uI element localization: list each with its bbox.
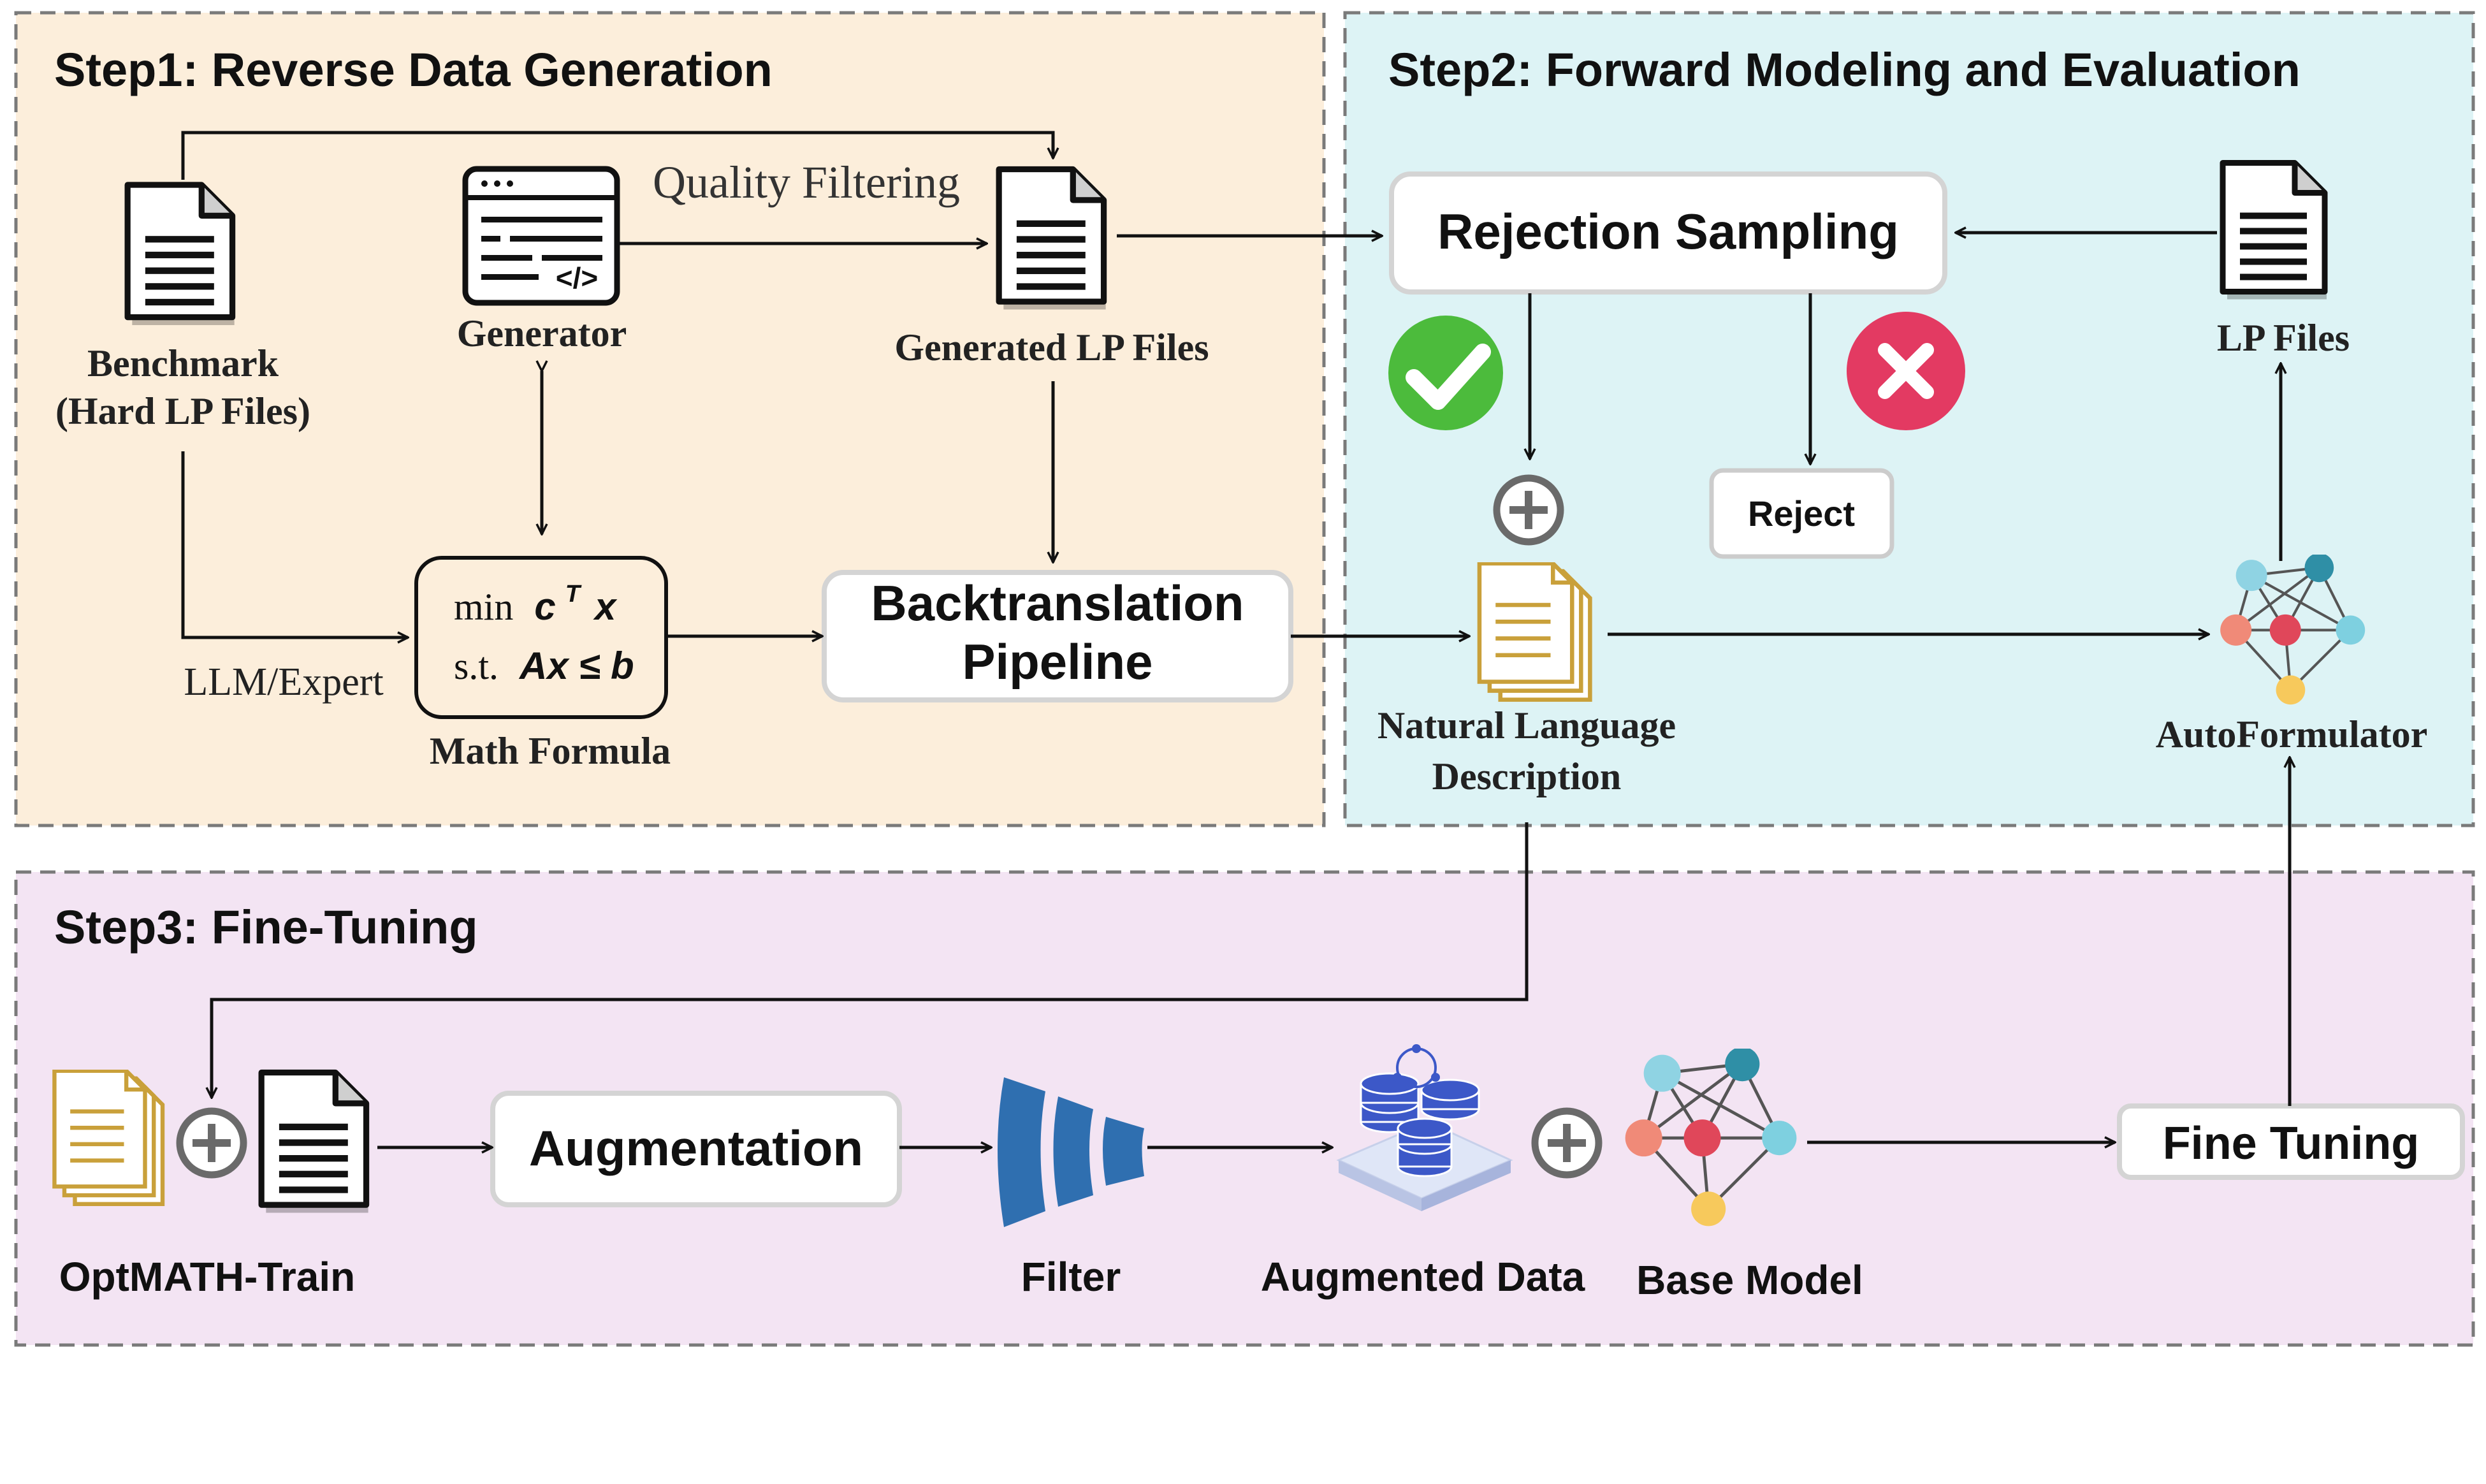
svg-text:</>: </> [556, 261, 599, 295]
quality-filtering-label: Quality Filtering [653, 157, 960, 208]
math-formula-objective: min c T x [454, 568, 618, 628]
lp-files-label: LP Files [2217, 317, 2350, 359]
augmented-data-label: Augmented Data [1261, 1254, 1585, 1300]
stacked-documents-icon [54, 1071, 163, 1204]
step3-title: Step3: Fine-Tuning [54, 901, 478, 954]
stacked-documents-icon [1479, 564, 1590, 700]
database-icon [1336, 1044, 1513, 1211]
filter-label: Filter [1021, 1254, 1121, 1300]
rejection-sampling-box [1389, 171, 1947, 295]
plus-circle-icon [180, 1111, 244, 1175]
generated-lp-files-label: Generated LP Files [894, 326, 1209, 368]
benchmark-sublabel: (Hard LP Files) [55, 390, 310, 432]
autoformulator-label: AutoFormulator [2156, 713, 2428, 755]
backtranslation-label: Backtranslation [871, 575, 1244, 631]
nl-description-label: Natural Language [1377, 704, 1676, 746]
rejection-sampling-label: Rejection Sampling [1437, 203, 1899, 259]
reject-label: Reject [1748, 493, 1855, 534]
generator-label: Generator [457, 312, 627, 354]
plus-circle-icon [1535, 1111, 1599, 1175]
math-formula-box [414, 556, 668, 719]
step1-title: Step1: Reverse Data Generation [54, 43, 773, 96]
nl-to-optmath-arrow [212, 822, 1529, 1098]
nl-description-sublabel: Description [1432, 755, 1622, 797]
red-x-icon [1847, 312, 1965, 430]
llm-expert-label: LLM/Expert [184, 660, 383, 704]
math-formula-constraint: s.t. Ax ≤ b [454, 644, 634, 687]
benchmark-to-formula-arrow [181, 451, 408, 637]
benchmark-to-generated-arrow [181, 131, 1053, 180]
pipeline-label: Pipeline [962, 634, 1152, 690]
math-formula-label: Math Formula [430, 730, 671, 772]
green-check-icon [1388, 316, 1503, 430]
reject-box [1709, 468, 1894, 559]
funnel-filter-icon [998, 1077, 1144, 1227]
base-model-label: Base Model [1636, 1257, 1863, 1303]
fine-tuning-label: Fine Tuning [2163, 1118, 2420, 1169]
document-icon [999, 170, 1106, 310]
document-icon [127, 185, 235, 325]
step2-title: Step2: Forward Modeling and Evaluation [1388, 43, 2301, 96]
step3-panel [14, 870, 2475, 1347]
benchmark-label: Benchmark [87, 342, 279, 384]
code-window-icon: </> [462, 166, 620, 306]
document-icon [261, 1073, 368, 1213]
optmath-train-label: OptMATH-Train [59, 1254, 356, 1300]
augmentation-label: Augmentation [529, 1120, 863, 1176]
plus-circle-icon [1497, 478, 1560, 542]
document-icon [2223, 163, 2327, 300]
